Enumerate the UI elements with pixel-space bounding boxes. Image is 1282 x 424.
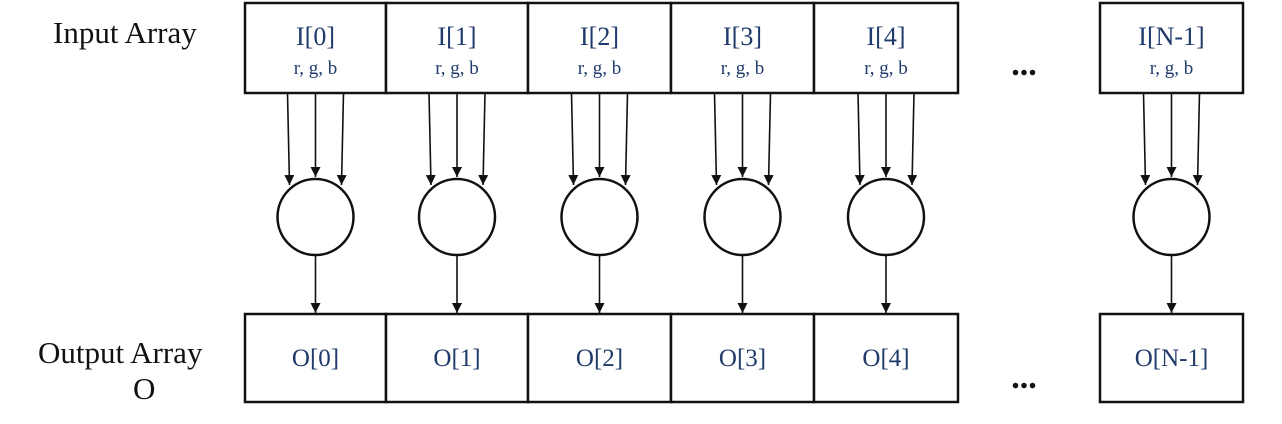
input-to-function-arrow: [336, 92, 347, 186]
output-cell: [384, 312, 530, 404]
output-array-label: Output Array: [38, 335, 203, 370]
input-ellipsis: ...: [1011, 46, 1037, 83]
output-cell: [243, 312, 388, 404]
input-cell-label: I[2]: [580, 22, 619, 51]
input-cell: [1098, 1, 1245, 95]
output-cell-label: O[4]: [862, 345, 909, 372]
input-cell-channels: r, g, b: [1150, 58, 1194, 79]
input-cell-channels: r, g, b: [864, 58, 908, 79]
input-to-function-arrow: [568, 92, 579, 186]
output-cell: [669, 312, 816, 404]
output-cell-label: O[1]: [433, 345, 480, 372]
input-cell-label: I[4]: [867, 22, 906, 51]
input-cell-channels: r, g, b: [435, 58, 479, 79]
input-array-label: Input Array: [53, 15, 197, 50]
function-circle: [417, 177, 497, 257]
output-cell-label: O[2]: [576, 345, 623, 372]
output-cell: [812, 312, 960, 404]
input-to-function-arrow: [284, 92, 295, 186]
input-to-function-arrow: [620, 92, 631, 186]
input-cell: [526, 1, 673, 95]
function-circle: [703, 177, 782, 257]
input-to-function-arrow: [478, 92, 489, 186]
function-circle: [276, 177, 355, 257]
function-circle: [846, 177, 926, 257]
output-ellipsis: ...: [1011, 359, 1037, 396]
input-cell-label: I[1]: [438, 22, 477, 51]
output-cell-label: O[N-1]: [1135, 345, 1209, 372]
input-cell: [812, 1, 960, 95]
output-cell: [1098, 312, 1245, 404]
function-circle: [1132, 177, 1211, 257]
output-array-name-label: O: [133, 371, 156, 406]
input-cell: [384, 1, 530, 95]
input-cell-channels: r, g, b: [578, 58, 622, 79]
input-cell: [243, 1, 388, 95]
input-to-function-arrow: [854, 92, 865, 186]
shape-layer: [243, 1, 1245, 404]
input-cell-label: I[N-1]: [1138, 22, 1204, 51]
input-cell-channels: r, g, b: [294, 58, 338, 79]
connector-layer: [284, 92, 1203, 313]
input-to-function-arrow: [425, 92, 436, 186]
input-to-function-arrow: [1192, 92, 1203, 186]
input-cell: [669, 1, 816, 95]
output-cell-label: O[0]: [292, 345, 339, 372]
input-to-function-arrow: [1140, 92, 1151, 186]
function-circle: [560, 177, 639, 257]
output-cell-label: O[3]: [719, 345, 766, 372]
input-to-function-arrow: [907, 92, 918, 186]
input-cell-label: I[3]: [723, 22, 762, 51]
input-cell-channels: r, g, b: [721, 58, 765, 79]
text-layer: I[0] r, g, b I[1] r, g, b I[2] r, g, b I[3] r, …: [292, 22, 1208, 396]
input-cell-label: I[0]: [296, 22, 335, 51]
input-to-function-arrow: [711, 92, 722, 186]
output-cell: [526, 312, 673, 404]
input-to-function-arrow: [763, 92, 774, 186]
